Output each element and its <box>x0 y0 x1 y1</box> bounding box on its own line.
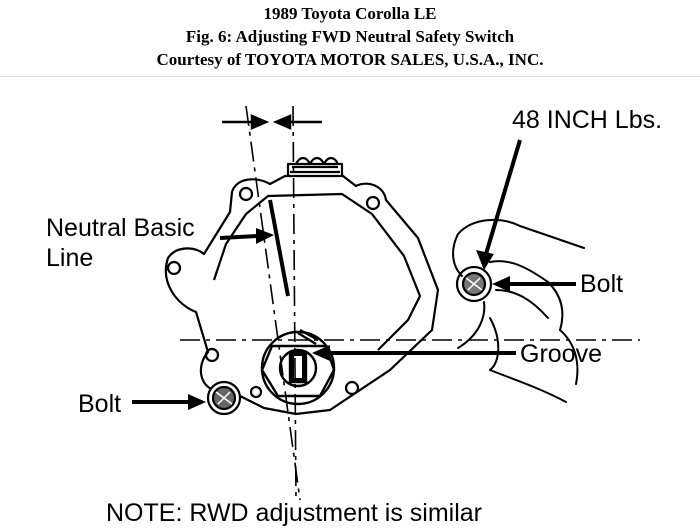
note-label: NOTE: RWD adjustment is similar <box>106 499 482 527</box>
figure-vehicle-title: 1989 Toyota Corolla LE <box>263 4 437 23</box>
bolt-left-label: Bolt <box>78 390 121 418</box>
neutral-basic-line-mark <box>268 199 290 297</box>
callout-arrows <box>132 139 576 410</box>
bolt-left-graphic <box>206 380 242 416</box>
header-divider <box>0 76 700 77</box>
bolt-right-graphic <box>455 265 493 303</box>
hand-graphic <box>452 218 585 403</box>
switch-shaft-boss <box>260 328 336 406</box>
groove-label: Groove <box>520 340 602 368</box>
angle-dimension-arrows <box>222 114 322 130</box>
bolt-right-label: Bolt <box>580 270 623 298</box>
figure-caption: Fig. 6: Adjusting FWD Neutral Safety Swi… <box>185 27 515 46</box>
figure-header: 1989 Toyota Corolla LE Fig. 6: Adjusting… <box>0 0 700 78</box>
torque-spec-label: 48 INCH Lbs. <box>512 106 662 134</box>
neutral-basic-line-label-2: Line <box>46 244 93 272</box>
neutral-reference-lines <box>180 105 640 501</box>
figure-courtesy: Courtesy of TOYOTA MOTOR SALES, U.S.A., … <box>156 50 544 69</box>
neutral-basic-line-label: Neutral Basic <box>46 214 195 242</box>
